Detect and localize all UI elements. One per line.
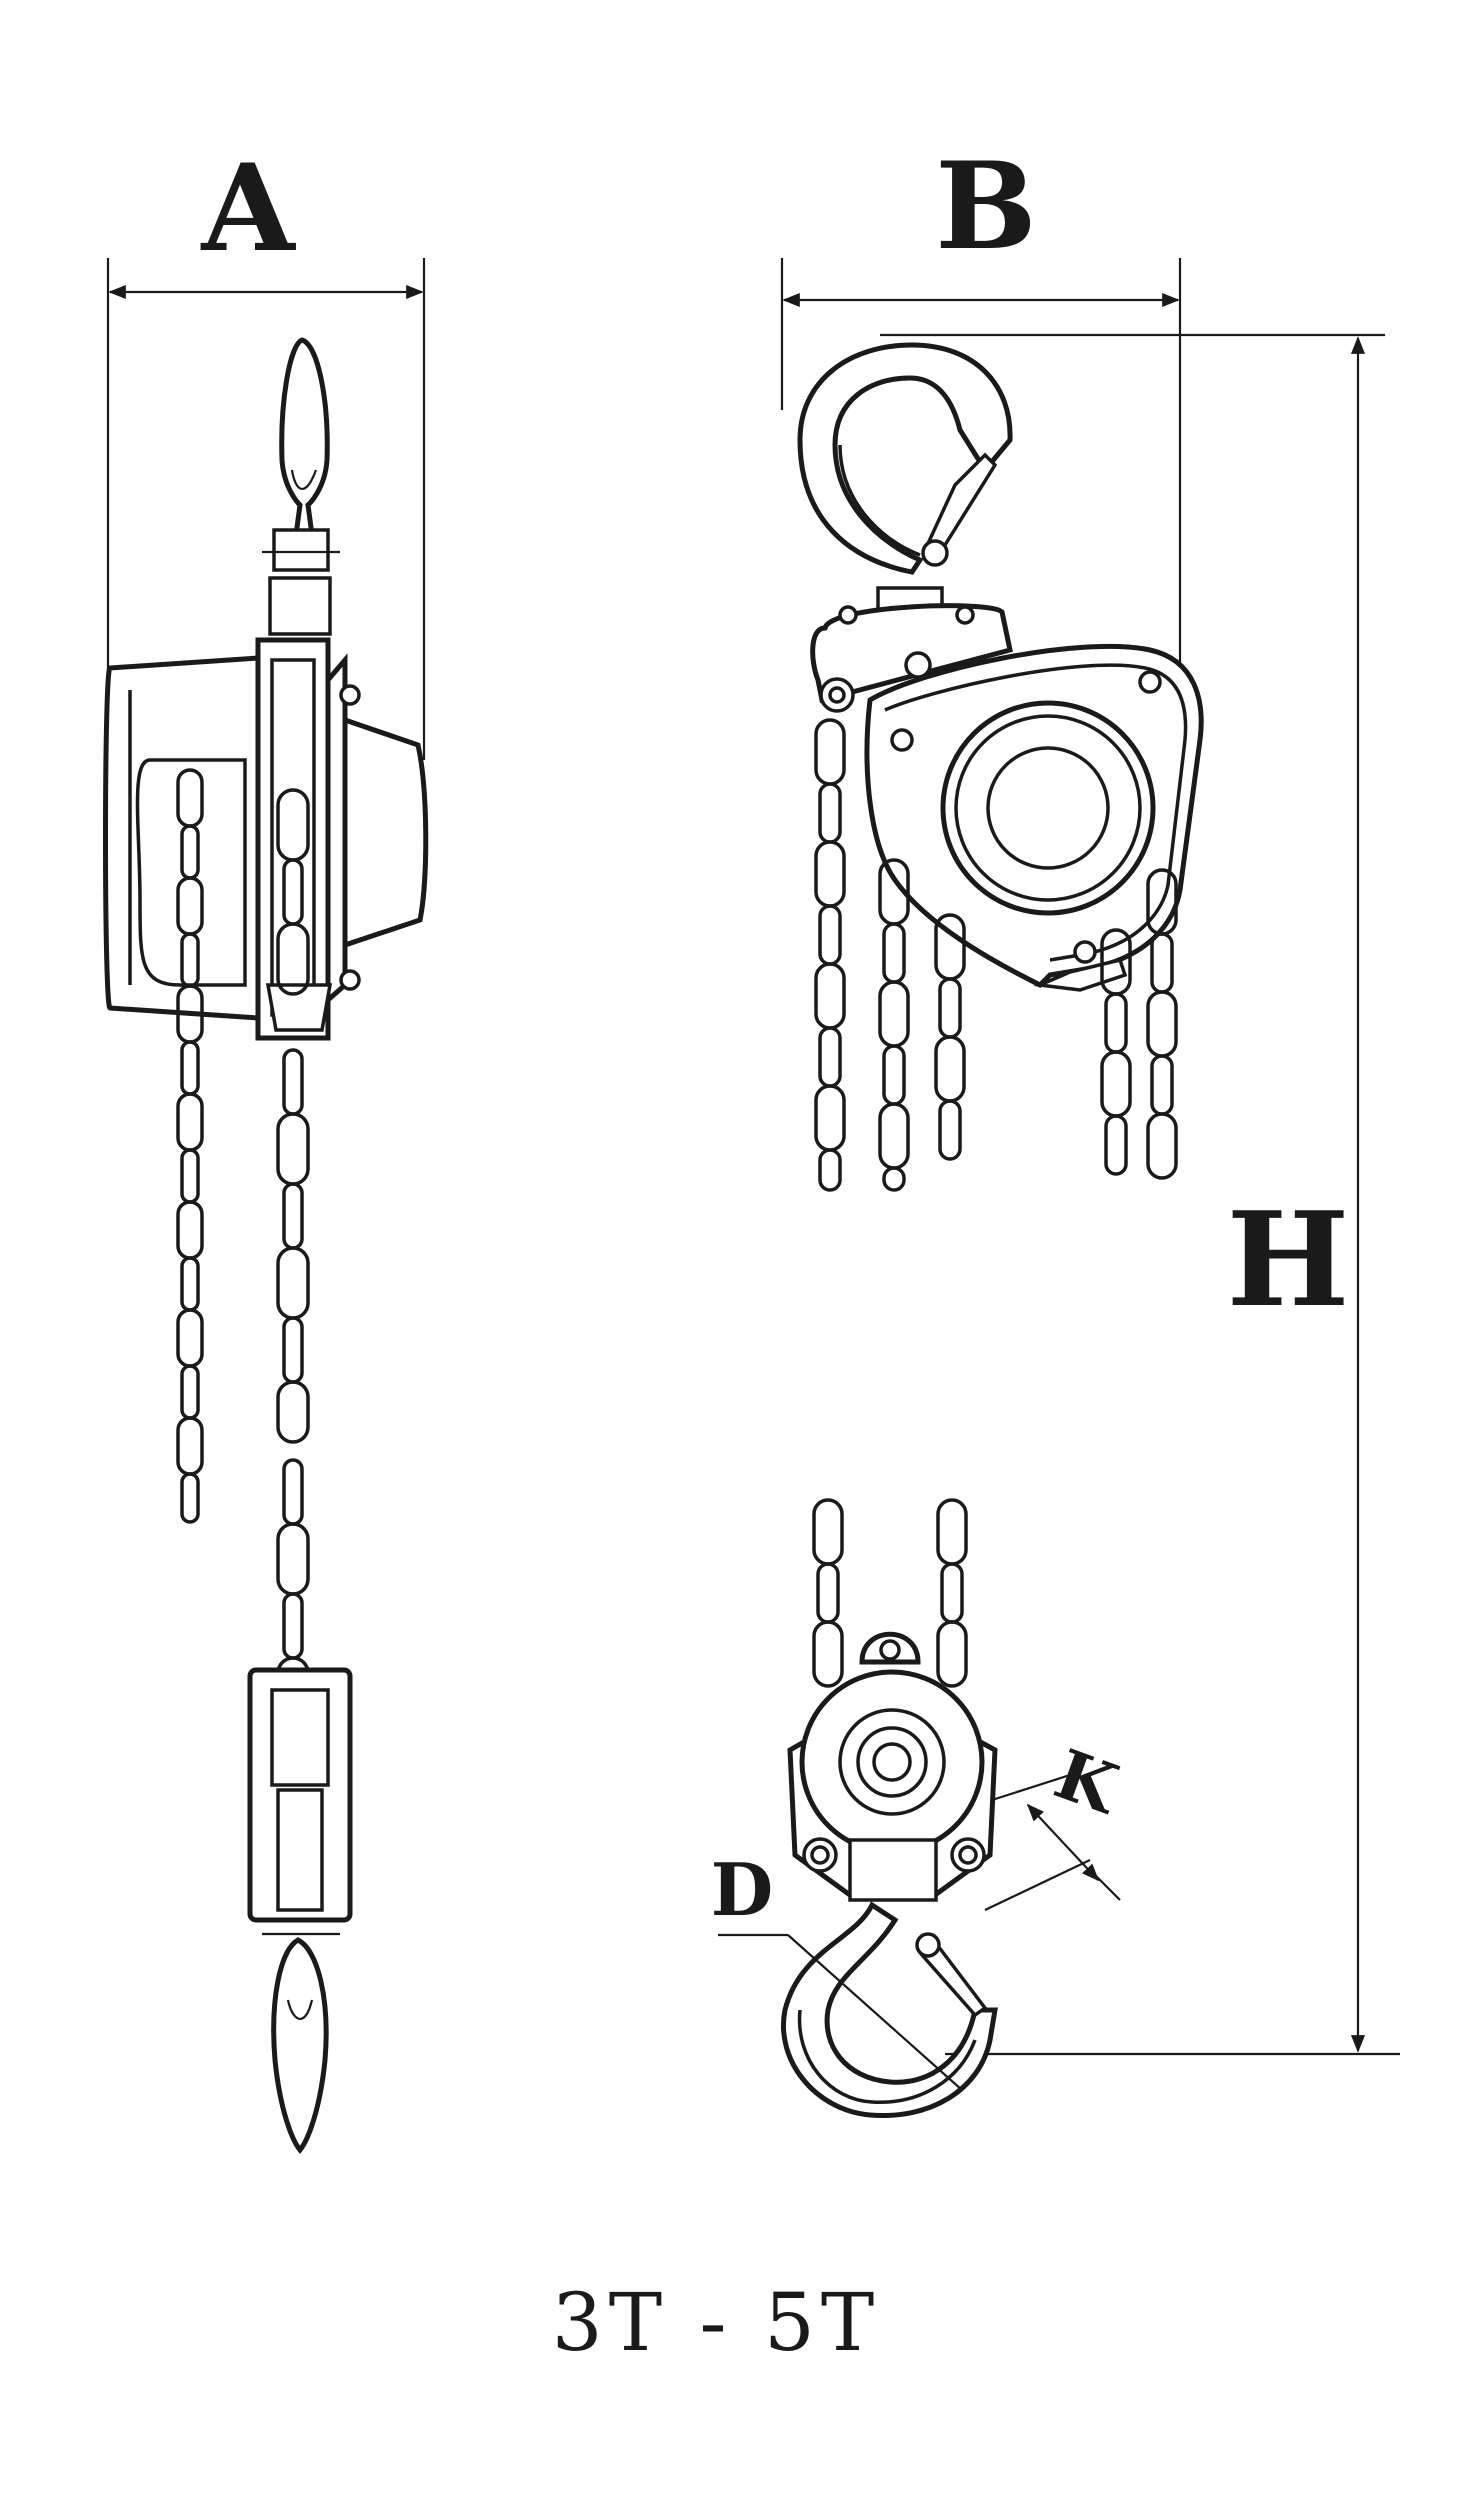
dimension-b: B <box>780 136 1182 700</box>
front-chains-top <box>814 718 1178 1192</box>
label-h: H <box>1227 1183 1350 1336</box>
dimension-d: D <box>711 1847 963 2091</box>
dimension-h: H <box>880 333 1400 2056</box>
dimension-a: A <box>106 138 426 760</box>
bottom-chains <box>812 1498 968 1688</box>
side-load-chain-upper <box>276 788 310 1444</box>
label-a: A <box>200 138 296 279</box>
side-hand-chain <box>176 768 204 1524</box>
label-k: K <box>1045 1734 1131 1830</box>
front-view <box>797 342 1204 1192</box>
label-d: D <box>711 1847 773 1932</box>
label-b: B <box>935 136 1036 277</box>
dimension-k: K <box>984 1734 1131 1911</box>
side-view <box>103 337 429 2155</box>
bottom-block <box>781 1498 998 2119</box>
capacity-caption: 3T - 5T <box>552 2276 880 2369</box>
